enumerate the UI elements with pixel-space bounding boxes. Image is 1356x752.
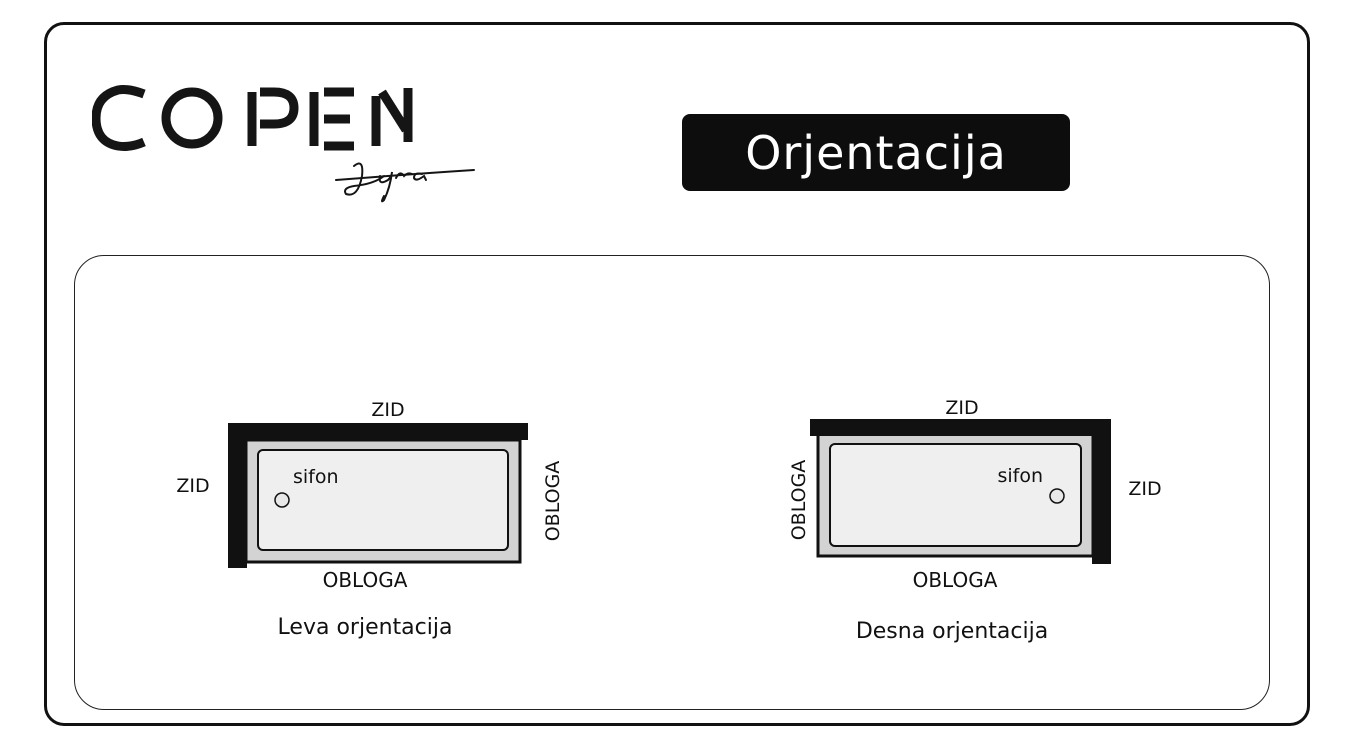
page-title: Orjentacija	[745, 125, 1007, 180]
left-side-wall	[228, 423, 247, 568]
left-side-wall-label: ZID	[176, 475, 209, 497]
left-basin	[257, 449, 509, 551]
right-side-wall-label: ZID	[1128, 478, 1161, 500]
left-bottom-cover-label: OBLOGA	[323, 568, 408, 592]
right-drain-label: sifon	[997, 465, 1043, 487]
right-side-wall	[1092, 419, 1111, 564]
left-side-cover-label: OBLOGA	[542, 461, 564, 542]
copen-lyra-logo	[92, 85, 475, 203]
left-orientation-diagram: ZID ZID sifon OBLOGA OBLOGA Leva orjenta…	[176, 399, 564, 640]
right-basin	[829, 443, 1082, 547]
outer-frame	[44, 22, 1310, 726]
right-top-wall-label: ZID	[945, 397, 978, 419]
right-drain	[1049, 488, 1065, 504]
right-bottom-cover-label: OBLOGA	[913, 568, 998, 592]
right-back-wall	[810, 419, 1111, 436]
left-top-wall-label: ZID	[371, 399, 404, 421]
right-caption: Desna orjentacija	[856, 619, 1048, 644]
left-back-wall	[228, 423, 528, 440]
left-drain	[274, 492, 290, 508]
right-side-cover-label: OBLOGA	[788, 460, 810, 541]
diagram-panel	[74, 255, 1270, 710]
left-caption: Leva orjentacija	[278, 615, 453, 640]
right-orientation-diagram: ZID ZID sifon OBLOGA OBLOGA Desna orjent…	[788, 397, 1162, 644]
left-drain-label: sifon	[293, 466, 339, 488]
title-banner: Orjentacija	[682, 114, 1070, 191]
